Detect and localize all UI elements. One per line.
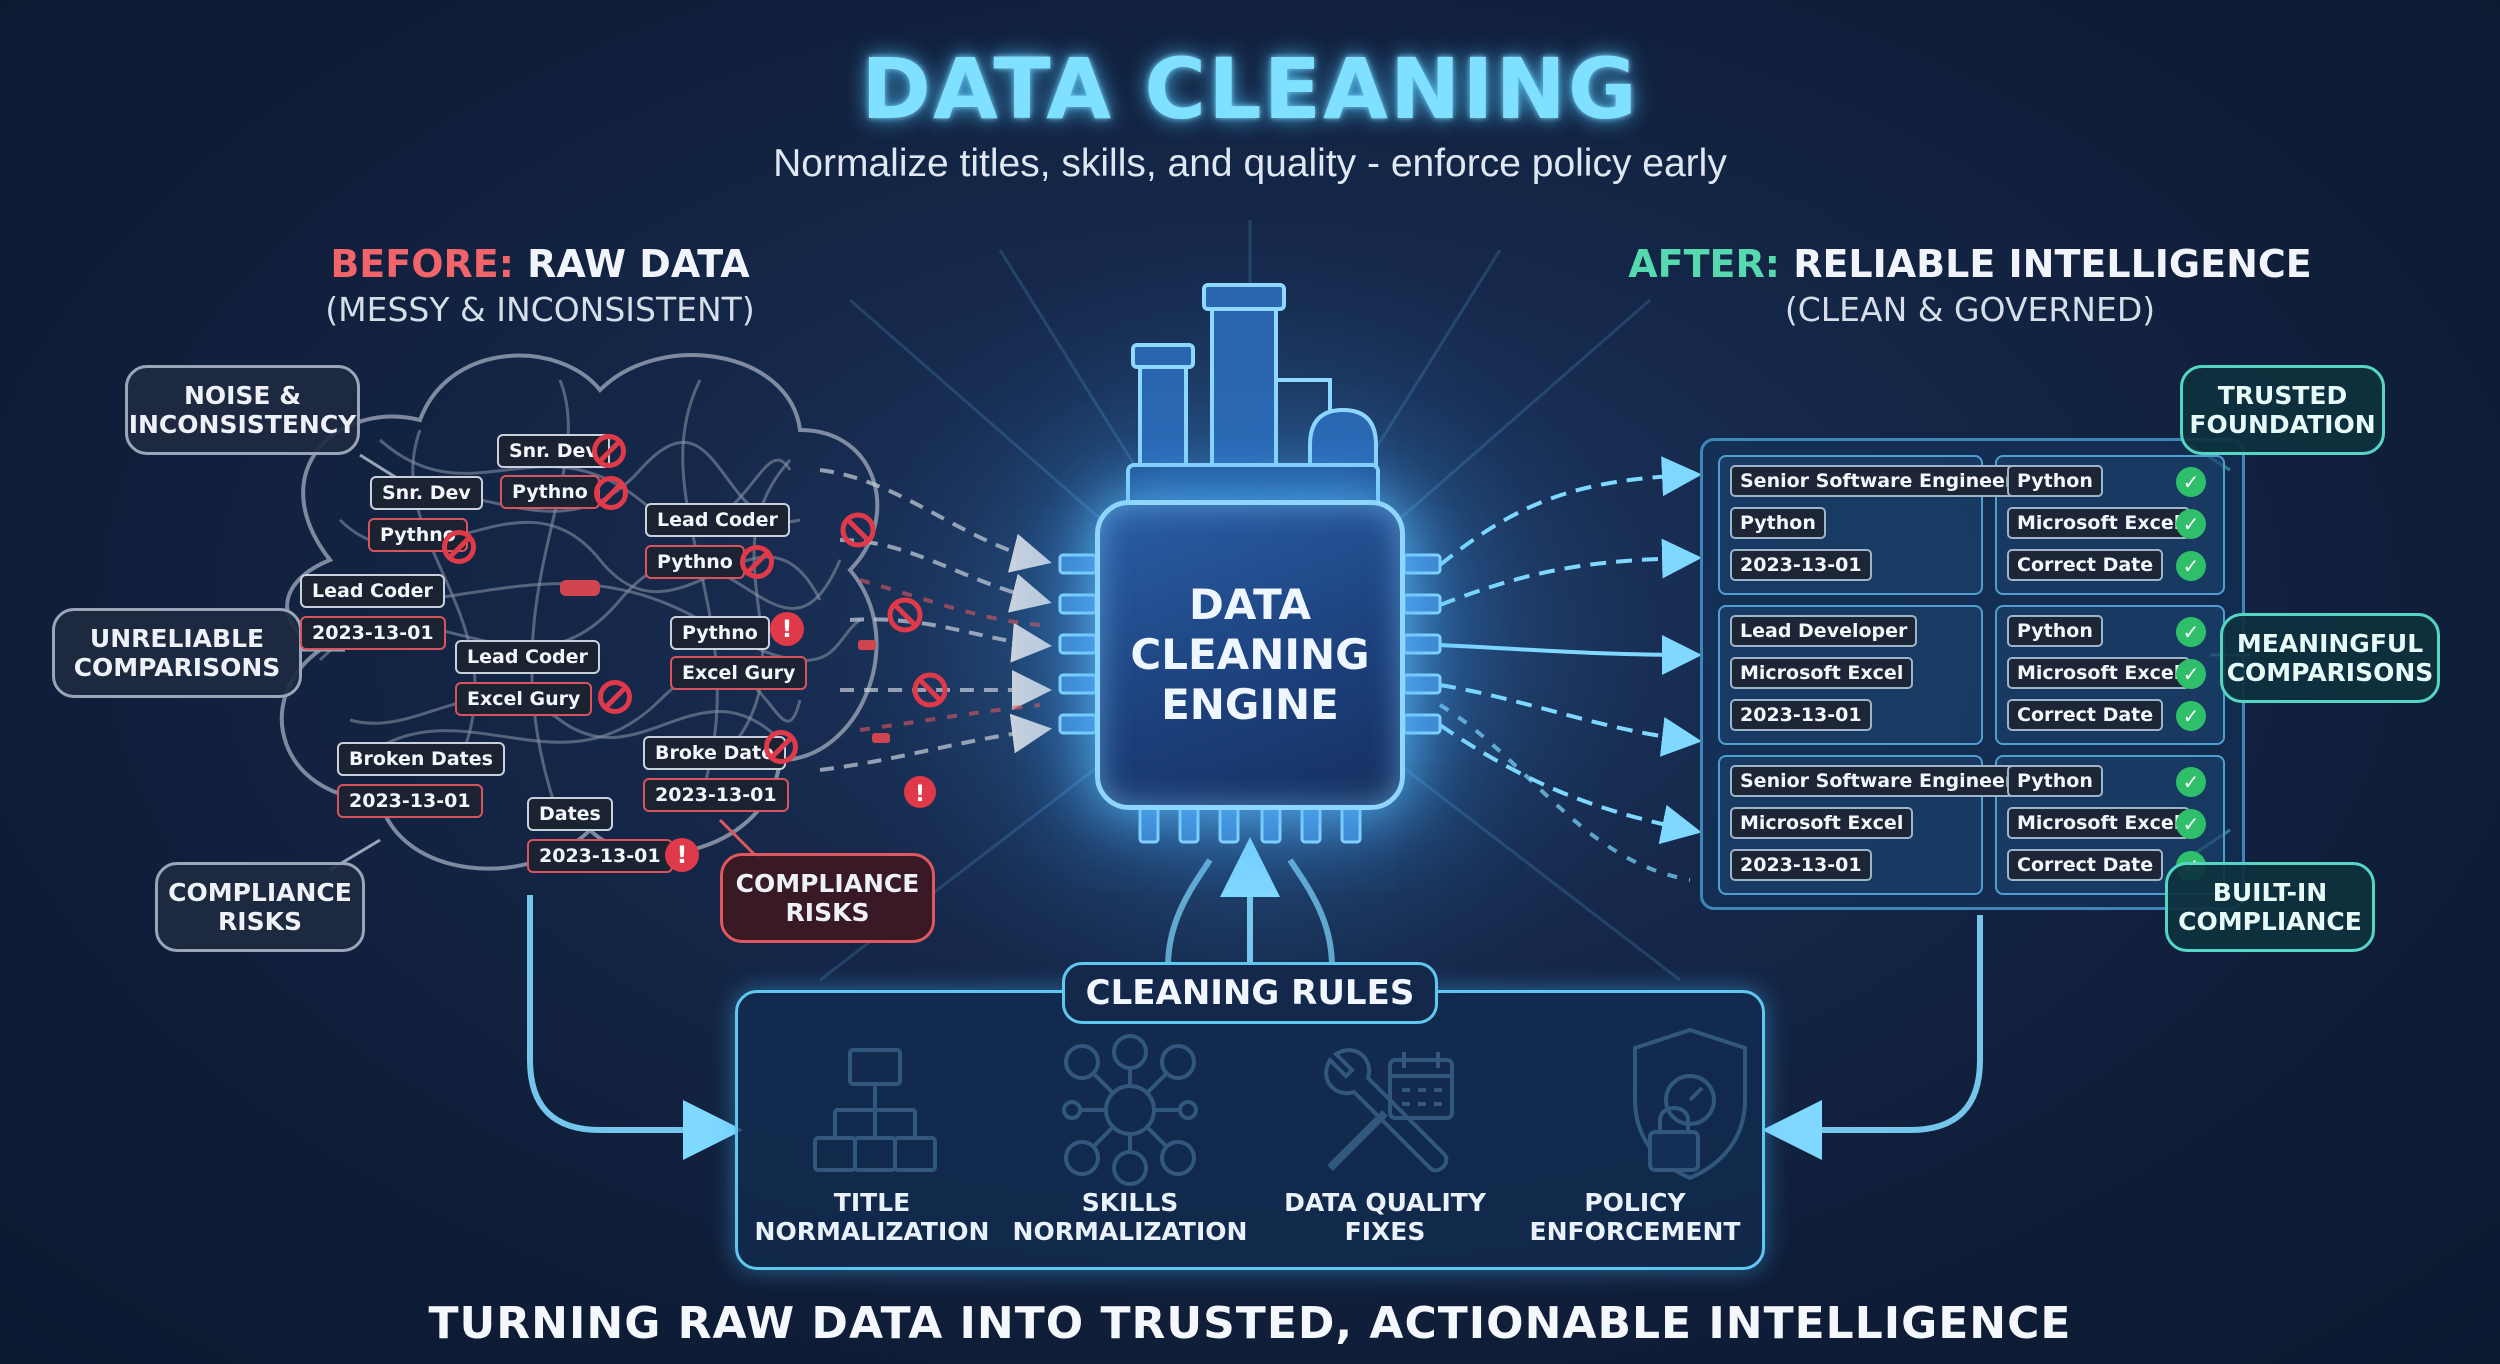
- clean-tag: Lead Developer: [1730, 615, 1918, 647]
- messy-tag-pythno: Pythno: [500, 475, 600, 509]
- no-sign-icon: [764, 730, 798, 764]
- clean-tag: Microsoft Excel: [1730, 657, 1914, 689]
- check-icon: ✓: [2176, 551, 2206, 581]
- clean-tag: Microsoft Excel: [1730, 807, 1914, 839]
- clean-tag: Correct Date: [2007, 849, 2164, 881]
- callout-compliance-risks-left: COMPLIANCE RISKS: [155, 862, 365, 952]
- messy-tag-excel-gury: Excel Gury: [670, 656, 808, 690]
- rule-policy-enforcement: POLICY ENFORCEMENT: [1529, 1188, 1741, 1246]
- cleaning-rules-panel: [735, 990, 1765, 1270]
- after-subheading: (CLEAN & GOVERNED): [1784, 290, 2156, 329]
- check-icon: ✓: [2176, 467, 2206, 497]
- no-sign-icon: [598, 680, 632, 714]
- before-heading-accent: BEFORE:: [330, 242, 514, 286]
- callout-trusted-foundation: TRUSTED FOUNDATION: [2180, 365, 2385, 455]
- clean-tag: Correct Date: [2007, 549, 2164, 581]
- callout-meaningful-comparisons: MEANINGFUL COMPARISONS: [2220, 613, 2440, 703]
- clean-tag: Python: [2007, 615, 2103, 647]
- check-icon: ✓: [2176, 617, 2206, 647]
- clean-tag: 2023-13-01: [1730, 699, 1872, 731]
- clean-tag: 2023-13-01: [1730, 549, 1872, 581]
- data-cleaning-engine: DATA CLEANING ENGINE: [1095, 500, 1405, 810]
- clean-tag: 2023-13-01: [1730, 849, 1872, 881]
- check-icon: ✓: [2176, 509, 2206, 539]
- no-sign-icon: [740, 545, 774, 579]
- messy-tag-dates: Dates: [527, 797, 613, 831]
- clean-tag: Microsoft Excel: [2007, 807, 2191, 839]
- callout-compliance-risks-red: COMPLIANCE RISKS: [720, 853, 935, 943]
- clean-tag: Correct Date: [2007, 699, 2164, 731]
- messy-tag-lead-coder: Lead Coder: [455, 640, 600, 674]
- clean-tag: Python: [1730, 507, 1826, 539]
- check-icon: ✓: [2176, 767, 2206, 797]
- before-heading-rest: RAW DATA: [513, 242, 750, 286]
- svg-text:!: !: [915, 782, 925, 807]
- engine-pins: [1058, 553, 1442, 844]
- messy-tag-date: 2023-13-01: [300, 616, 446, 650]
- messy-tag-lead-coder: Lead Coder: [645, 503, 790, 537]
- messy-tag-broke-date: Broke Date: [643, 736, 787, 770]
- before-subheading: (MESSY & INCONSISTENT): [325, 290, 755, 329]
- bottom-tagline: TURNING RAW DATA INTO TRUSTED, ACTIONABL…: [428, 1298, 2072, 1349]
- before-heading: BEFORE: RAW DATA: [240, 242, 840, 286]
- messy-tag-snr-dev: Snr. Dev: [370, 476, 483, 510]
- warning-icon: !: [770, 612, 804, 646]
- cleaning-rules-title: CLEANING RULES: [1062, 962, 1438, 1024]
- no-sign-icon: [594, 476, 628, 510]
- callout-noise-inconsistency: NOISE & INCONSISTENCY: [125, 365, 360, 455]
- clean-tag: Microsoft Excel: [2007, 507, 2191, 539]
- messy-tag-snr-dev: Snr. Dev: [497, 434, 610, 468]
- after-heading-accent: AFTER:: [1628, 242, 1780, 286]
- callout-built-in-compliance: BUILT-IN COMPLIANCE: [2165, 862, 2375, 952]
- rule-data-quality-fixes: DATA QUALITY FIXES: [1284, 1188, 1486, 1246]
- callout-unreliable-comparisons: UNRELIABLE COMPARISONS: [52, 608, 302, 698]
- check-icon: ✓: [2176, 701, 2206, 731]
- messy-tag-lead-coder: Lead Coder: [300, 574, 445, 608]
- messy-tag-broken-dates: Broken Dates: [337, 742, 505, 776]
- no-sign-icon: [442, 530, 476, 564]
- factory-towers-icon: [1126, 283, 1380, 517]
- clean-tag: Senior Software Engineer: [1730, 765, 2025, 797]
- inbound-error-markers: !: [560, 512, 948, 808]
- after-heading: AFTER: RELIABLE INTELLIGENCE: [1570, 242, 2370, 286]
- engine-label: DATA CLEANING ENGINE: [1130, 580, 1370, 729]
- clean-tag: Python: [2007, 465, 2103, 497]
- messy-inbound-arrows: [819, 468, 1052, 772]
- warning-icon: !: [665, 838, 699, 872]
- page-title: DATA CLEANING: [861, 40, 1639, 138]
- rule-skills-normalization: SKILLS NORMALIZATION: [1012, 1188, 1248, 1246]
- check-icon: ✓: [2176, 809, 2206, 839]
- after-heading-rest: RELIABLE INTELLIGENCE: [1779, 242, 2312, 286]
- messy-tag-date: 2023-13-01: [643, 778, 789, 812]
- no-sign-icon: [592, 434, 626, 468]
- rule-title-normalization: TITLE NORMALIZATION: [754, 1188, 990, 1246]
- messy-tag-pythno: Pythno: [670, 616, 770, 650]
- check-icon: ✓: [2176, 659, 2206, 689]
- clean-outbound-arrows: [1438, 456, 1702, 882]
- clean-tag: Python: [2007, 765, 2103, 797]
- page-subtitle: Normalize titles, skills, and quality - …: [773, 142, 1727, 185]
- messy-tag-excel-gury: Excel Gury: [455, 682, 593, 716]
- messy-tag-date: 2023-13-01: [337, 784, 483, 818]
- clean-tag: Senior Software Engineer: [1730, 465, 2025, 497]
- clean-tag: Microsoft Excel: [2007, 657, 2191, 689]
- messy-tag-date: 2023-13-01: [527, 839, 673, 873]
- messy-tag-pythno: Pythno: [645, 545, 745, 579]
